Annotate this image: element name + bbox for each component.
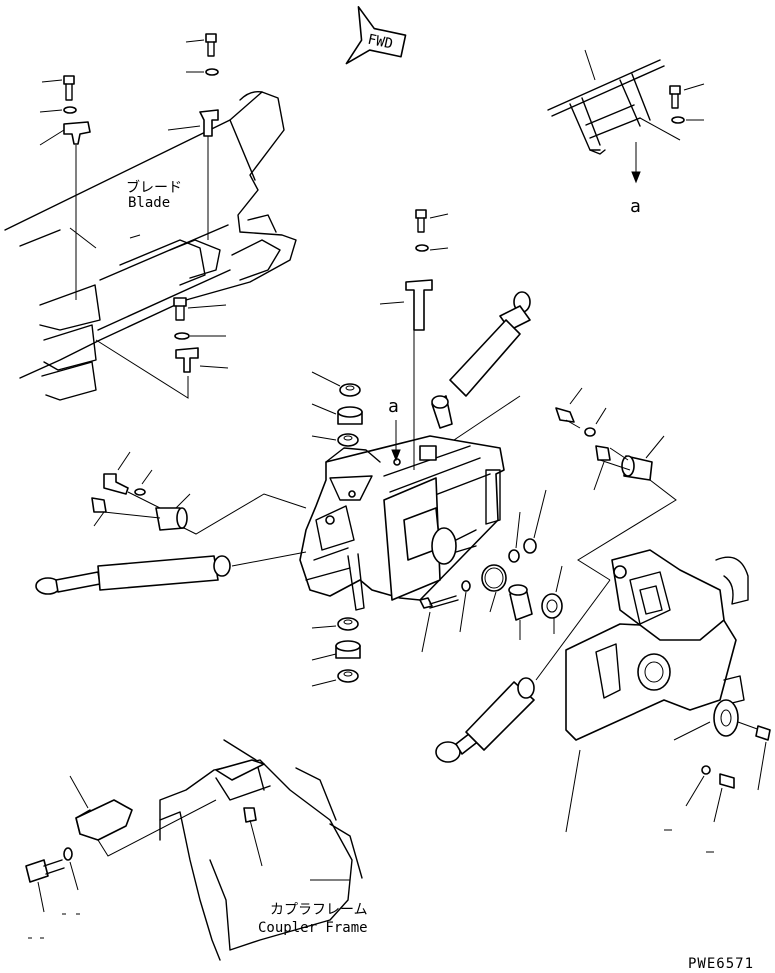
fwd-label: FWD bbox=[366, 32, 394, 53]
blade-pin-center bbox=[167, 33, 219, 240]
lower-cylinder bbox=[435, 579, 611, 763]
upper-mounts bbox=[311, 371, 363, 447]
center-small-parts bbox=[419, 489, 563, 653]
lower-mounts bbox=[311, 617, 361, 687]
center-pin bbox=[379, 209, 449, 470]
left-cylinder bbox=[35, 551, 307, 595]
drawing-code: PWE6571 bbox=[688, 956, 754, 972]
coupler-jp-label: カプラフレーム bbox=[270, 902, 368, 918]
blade-pin-left bbox=[39, 75, 91, 300]
left-pin-set bbox=[91, 451, 307, 535]
lower-bracket bbox=[565, 549, 771, 853]
handle-assembly: a bbox=[547, 49, 705, 217]
blade-assembly: ブレード Blade bbox=[4, 90, 297, 401]
blade-en-label: Blade bbox=[128, 195, 170, 211]
blade-jp-label: ブレード bbox=[126, 179, 182, 196]
upper-cylinder bbox=[431, 291, 531, 429]
blade-pin-lower bbox=[95, 297, 229, 399]
right-pin-set bbox=[555, 387, 677, 581]
view-a-title: a bbox=[630, 196, 641, 217]
coupler-body: a bbox=[299, 395, 521, 611]
coupler-frame: カプラフレーム Coupler Frame bbox=[159, 739, 368, 961]
fwd-arrow-icon: FWD bbox=[345, 5, 407, 65]
cover-plate bbox=[25, 775, 217, 939]
view-a-marker: a bbox=[388, 396, 399, 417]
coupler-en-label: Coupler Frame bbox=[258, 920, 368, 936]
